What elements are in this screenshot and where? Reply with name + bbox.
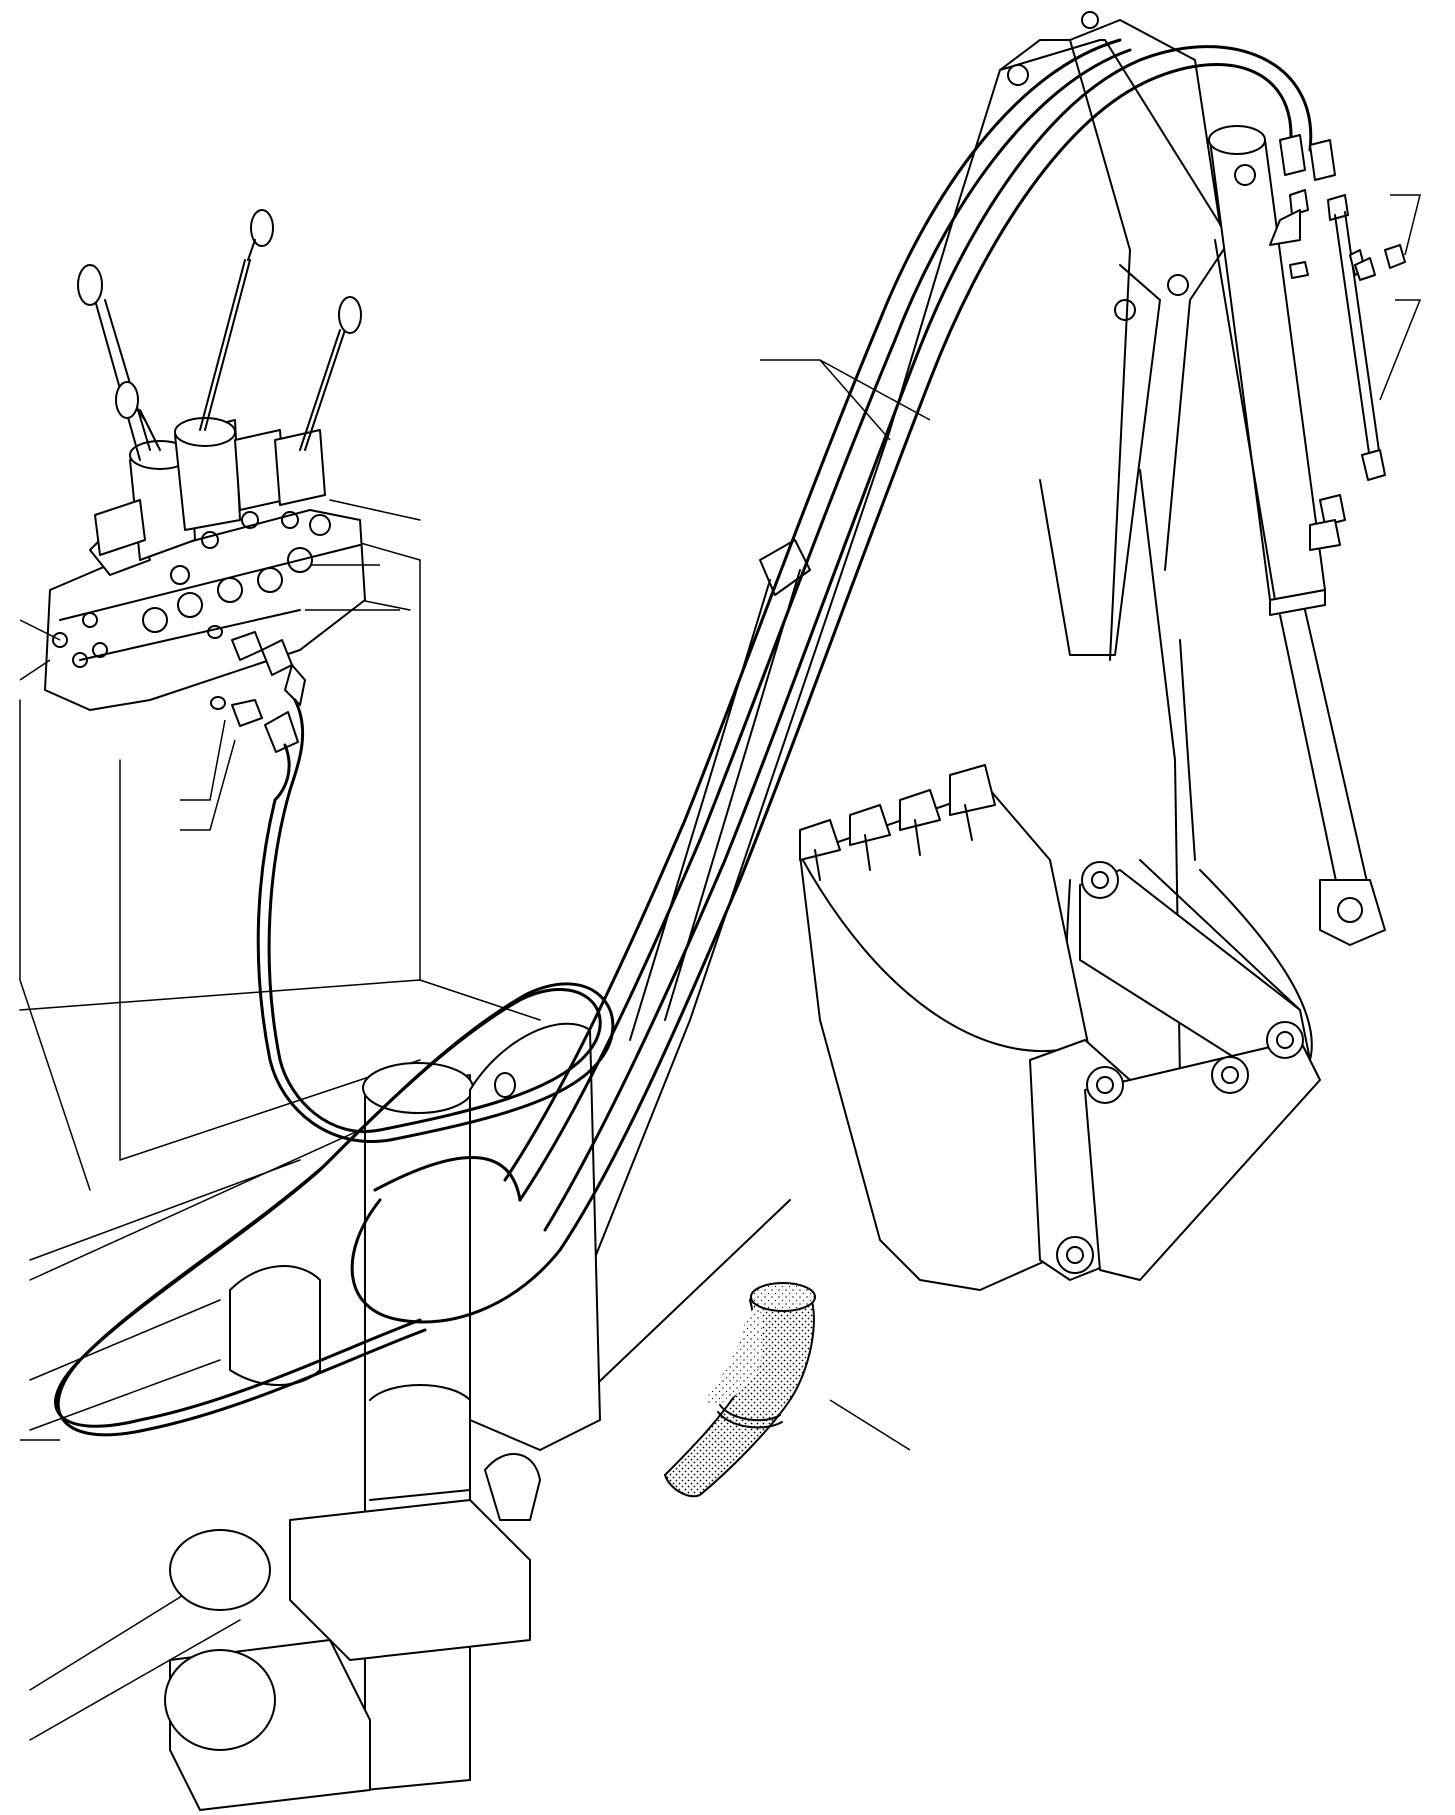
control-levers — [77, 209, 362, 461]
boom-cylinder — [1208, 125, 1386, 946]
valve-section-bolts — [52, 511, 331, 668]
port-fittings — [207, 625, 306, 753]
cylinder-fittings — [1269, 134, 1406, 551]
bucket-linkage — [1029, 859, 1321, 1281]
callout-leaders — [19, 194, 1422, 1451]
swing-post — [164, 1022, 601, 1811]
tractor-frame — [19, 499, 561, 1741]
hose-sleeve — [663, 1282, 816, 1498]
control-valve — [44, 209, 366, 711]
bucket — [799, 764, 1111, 1291]
hydraulic-hoses — [54, 38, 1313, 1437]
